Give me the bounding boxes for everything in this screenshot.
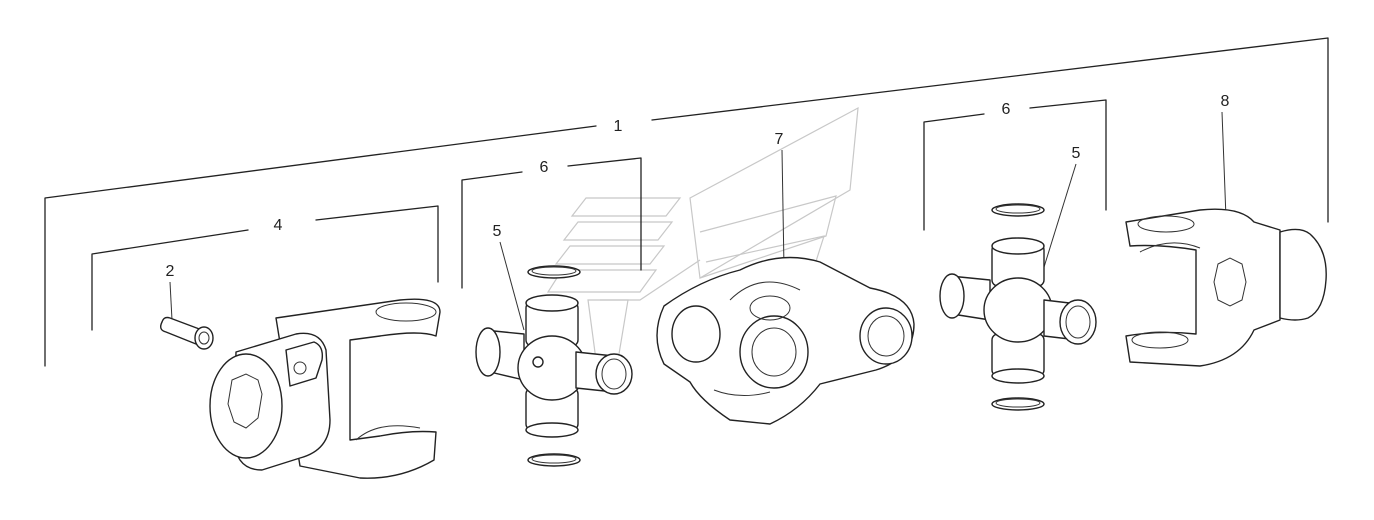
assembly-bracket [44,37,1329,367]
callout-6-right: 6 [1002,101,1011,118]
callout-6-left: 6 [540,159,549,176]
right-yoke-part [1125,208,1327,367]
left-yoke-part [209,298,441,479]
callout-4: 4 [274,217,283,234]
callout-5-right: 5 [1072,145,1081,162]
callout-5-left: 5 [493,223,502,240]
left-yoke-bracket [91,205,439,331]
callout-1: 1 [614,118,623,135]
bolt-part [159,316,214,350]
right-ring-bracket [923,99,1107,231]
right-cross-part [939,203,1097,411]
left-cross-part [475,265,633,467]
left-ring-bracket [461,157,642,289]
leader-lines [169,111,1227,331]
center-yoke-part [656,256,915,425]
callout-2: 2 [166,263,175,280]
callout-8: 8 [1221,93,1230,110]
callout-7: 7 [775,131,784,148]
callout-labels: 1 2 4 5 6 7 6 5 8 [166,93,1230,280]
